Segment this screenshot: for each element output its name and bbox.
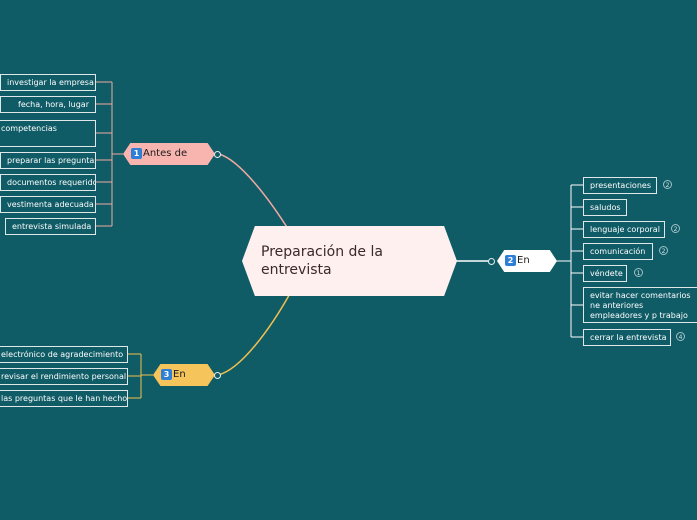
antes-item[interactable]: fecha, hora, lugar bbox=[0, 96, 96, 113]
branch-antes-collapse-toggle[interactable] bbox=[214, 151, 221, 158]
durante-item[interactable]: presentaciones bbox=[583, 177, 657, 194]
antes-item[interactable]: preparar las preguntas bbox=[0, 152, 96, 169]
antes-item[interactable]: entrevista simulada bbox=[5, 218, 96, 235]
durante-bracket bbox=[556, 184, 583, 338]
despues-item[interactable]: revisar el rendimiento personal bbox=[0, 368, 128, 385]
branch-despues[interactable]: 3 En bbox=[153, 364, 215, 386]
branch-antes-number: 1 bbox=[131, 148, 142, 159]
antes-item[interactable]: investigar la empresa bbox=[0, 74, 96, 91]
connector-despues bbox=[217, 289, 293, 376]
durante-item-count-badge[interactable]: 4 bbox=[676, 332, 685, 341]
durante-item-count-badge[interactable]: 2 bbox=[659, 246, 668, 255]
durante-item-count-badge[interactable]: 2 bbox=[671, 224, 680, 233]
connector-antes bbox=[218, 153, 291, 233]
branch-despues-label: En bbox=[173, 369, 186, 380]
branch-antes[interactable]: 1 Antes de bbox=[123, 143, 215, 165]
branch-despues-collapse-toggle[interactable] bbox=[214, 372, 221, 379]
durante-item[interactable]: evitar hacer comentarios ne anteriores e… bbox=[583, 287, 697, 323]
antes-bracket bbox=[96, 81, 123, 227]
branch-durante-number: 2 bbox=[505, 255, 516, 266]
central-topic-label: Preparación de la entrevista bbox=[261, 244, 383, 278]
durante-item-count-badge[interactable]: 2 bbox=[663, 180, 672, 189]
durante-item[interactable]: lenguaje corporal bbox=[583, 221, 665, 238]
branch-durante[interactable]: 2 En bbox=[497, 250, 557, 272]
durante-item[interactable]: saludos bbox=[583, 199, 627, 216]
branch-durante-label: En bbox=[517, 255, 530, 266]
despues-bracket bbox=[128, 353, 153, 399]
antes-item[interactable]: documentos requeridos bbox=[0, 174, 96, 191]
branch-despues-number: 3 bbox=[161, 369, 172, 380]
central-topic[interactable]: Preparación de la entrevista bbox=[242, 226, 457, 296]
antes-item[interactable]: competencias bbox=[0, 120, 96, 147]
despues-item[interactable]: las preguntas que le han hecho bbox=[0, 390, 128, 407]
despues-item[interactable]: electrónico de agradecimiento bbox=[0, 346, 128, 363]
durante-item[interactable]: comunicación bbox=[583, 243, 653, 260]
antes-item[interactable]: vestimenta adecuada bbox=[0, 196, 96, 213]
durante-item[interactable]: cerrar la entrevista bbox=[583, 329, 671, 346]
branch-antes-label: Antes de bbox=[143, 148, 188, 159]
branch-durante-collapse-toggle[interactable] bbox=[488, 258, 495, 265]
durante-item-count-badge[interactable]: 1 bbox=[634, 268, 643, 277]
durante-item[interactable]: véndete bbox=[583, 265, 627, 282]
